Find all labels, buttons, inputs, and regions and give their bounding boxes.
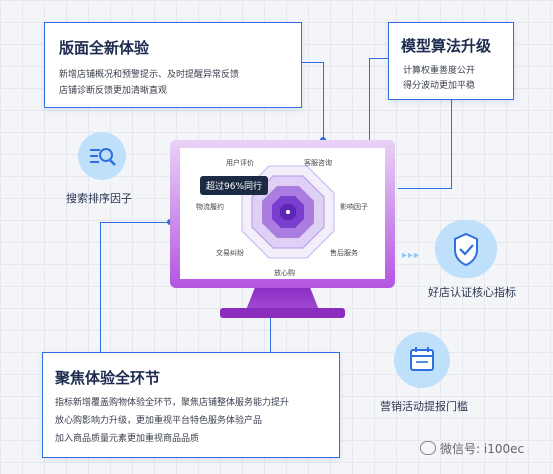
radar-label: 物流履约 <box>196 203 224 211</box>
arrow-dots: ▸▸▸ <box>402 250 421 261</box>
radar-label: 影响因子 <box>340 203 368 211</box>
radar-chart <box>241 165 335 259</box>
connector-left <box>100 222 171 353</box>
monitor-neck <box>246 288 319 310</box>
card-line: 新增店铺概况和预警提示、及时提醒异常反馈 <box>59 70 240 80</box>
search-bubble <box>78 132 126 180</box>
card-full-experience: 聚焦体验全环节 指标新增覆盖购物体验全环节，聚焦店铺整体服务能力提升 放心购影响… <box>42 352 340 458</box>
feature-marketing-label: 营销活动提报门槛 <box>380 400 468 413</box>
card-title: 版面全新体验 <box>59 39 150 57</box>
card-line: 指标新增覆盖购物体验全环节，聚焦店铺整体服务能力提升 <box>55 398 290 408</box>
card-layout-experience: 版面全新体验 新增店铺概况和预警提示、及时提醒异常反馈 店铺诊断反馈更加清晰直观 <box>44 22 302 108</box>
calendar-bubble <box>394 332 450 388</box>
cloud-bubble <box>435 220 497 278</box>
card-line: 放心购影响力升级，更加重视平台特色服务体验产品 <box>55 416 263 426</box>
card-title: 聚焦体验全环节 <box>55 369 161 387</box>
connector-right-h <box>398 188 452 189</box>
card-line: 得分波动更加平稳 <box>403 81 476 91</box>
radar-label: 交易纠纷 <box>216 249 244 257</box>
card-line: 计算权重善度公开 <box>403 66 476 76</box>
monitor-base <box>220 308 345 318</box>
card-model-upgrade: 模型算法升级 计算权重善度公开 得分波动更加平稳 <box>388 22 514 100</box>
radar-label: 用户评价 <box>226 159 254 167</box>
connector-bottom <box>270 318 271 352</box>
watermark: 微信号: i100ec <box>420 440 524 457</box>
wechat-icon <box>420 441 436 455</box>
connector-top-left <box>300 62 324 141</box>
connector-top-right-v <box>369 58 370 158</box>
search-icon <box>90 148 116 166</box>
feature-search-label: 搜索排序因子 <box>66 192 132 205</box>
radar-label: 客服咨询 <box>304 159 332 167</box>
radar-label: 放心购 <box>274 269 295 277</box>
connector-right <box>451 100 452 188</box>
radar-label: 售后服务 <box>330 249 358 257</box>
monitor-screen: 用户评价 客服咨询 影响因子 售后服务 放心购 交易纠纷 物流履约 <box>180 148 385 279</box>
watermark-text: 微信号: i100ec <box>440 442 525 456</box>
calendar-icon <box>410 347 434 371</box>
percentile-badge: 超过96%同行 <box>200 176 269 195</box>
card-line: 加入商品质量元素更加重视商品品质 <box>55 434 200 444</box>
feature-shop-cert-label: 好店认证核心指标 <box>428 286 516 299</box>
connector-top-right <box>370 58 388 59</box>
card-title: 模型算法升级 <box>401 37 492 55</box>
card-line: 店铺诊断反馈更加清晰直观 <box>59 86 168 96</box>
cloud-shield-icon <box>454 232 478 267</box>
